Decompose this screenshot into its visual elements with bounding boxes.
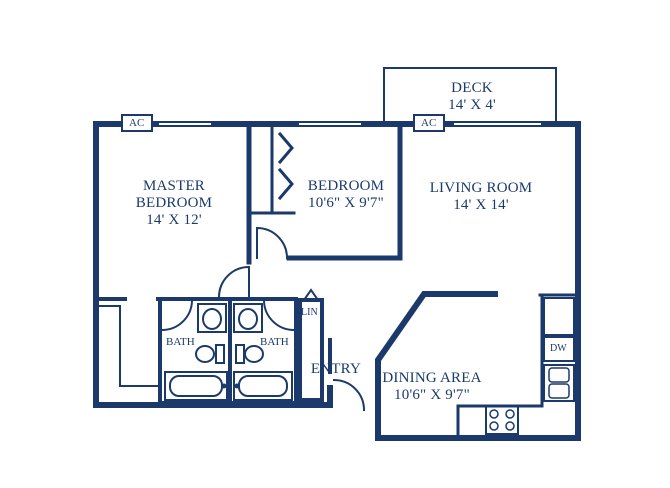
deck-name: DECK (451, 80, 493, 96)
burner-3 (489, 421, 499, 431)
linen-closet (298, 298, 324, 402)
linen-door (302, 288, 320, 302)
master-closet (99, 305, 159, 387)
bath-door-left (160, 299, 194, 332)
entry-label: ENTRY (306, 361, 366, 378)
tub-right-inner (238, 375, 288, 397)
tub-left (164, 371, 228, 401)
bedroom-size: 10'6" X 9'7" (308, 195, 384, 211)
burner-1 (489, 409, 499, 419)
ac-left-label: AC (129, 117, 145, 129)
sink-right (233, 303, 263, 333)
dining-area-size: 10'6" X 9'7" (394, 387, 470, 403)
bath-door-right (262, 299, 296, 332)
dishwasher-label: DW (550, 343, 567, 354)
dining-area-label: DINING AREA 10'6" X 9'7" (368, 370, 496, 404)
fridge (543, 297, 575, 336)
deck-label: DECK 14' X 4' (412, 80, 532, 114)
closet-door (277, 131, 294, 165)
deck-outline (383, 67, 557, 122)
sink-left (197, 303, 227, 333)
tub-left-drain (221, 383, 227, 389)
living-room-label: LIVING ROOM 14' X 14' (414, 180, 548, 214)
toilet-right-tank (235, 344, 245, 364)
wall-bedroom-south (286, 121, 403, 261)
bedroom-name: BEDROOM (307, 178, 385, 194)
toilet-left-tank (215, 344, 225, 364)
dining-area-name: DINING AREA (382, 370, 482, 386)
exterior-wall (93, 121, 581, 441)
ac-right-label: AC (421, 117, 437, 129)
living-room-name: LIVING ROOM (429, 180, 533, 196)
kitchen-sink-basin-1 (548, 367, 570, 383)
deck-size: 14' X 4' (448, 97, 496, 113)
tub-right-drain (234, 383, 240, 389)
sink-left-basin (202, 308, 222, 330)
master-bedroom-name-1: MASTER (142, 178, 206, 194)
linen-label: LIN (301, 307, 318, 318)
bedroom-label: BEDROOM 10'6" X 9'7" (290, 178, 402, 212)
toilet-left-bowl (195, 345, 215, 363)
sink-right-basin (238, 308, 258, 330)
ac-unit-left (121, 114, 153, 132)
bath-right-label: BATH (260, 336, 289, 348)
ac-unit-right (413, 114, 445, 132)
stove (485, 405, 519, 435)
kitchen-sink (543, 364, 575, 402)
entry-door-swing (332, 378, 366, 412)
burner-4 (505, 421, 515, 431)
burner-2 (505, 409, 515, 419)
master-bedroom-name-2: BEDROOM (135, 195, 213, 211)
tub-left-inner (169, 375, 223, 397)
entry-name: ENTRY (310, 361, 362, 377)
living-room-size: 14' X 14' (453, 197, 509, 213)
bedroom-door-swing (256, 226, 289, 260)
kitchen-sink-basin-2 (548, 383, 570, 399)
master-door-swing (217, 265, 250, 299)
bath-left-label: BATH (166, 336, 195, 348)
master-bedroom-size: 14' X 12' (146, 212, 202, 228)
dishwasher (543, 336, 575, 362)
master-bedroom-label: MASTER BEDROOM 14' X 12' (114, 178, 234, 229)
closet-door-2 (277, 167, 294, 201)
tub-right (233, 371, 293, 401)
toilet-right-bowl (244, 345, 264, 363)
